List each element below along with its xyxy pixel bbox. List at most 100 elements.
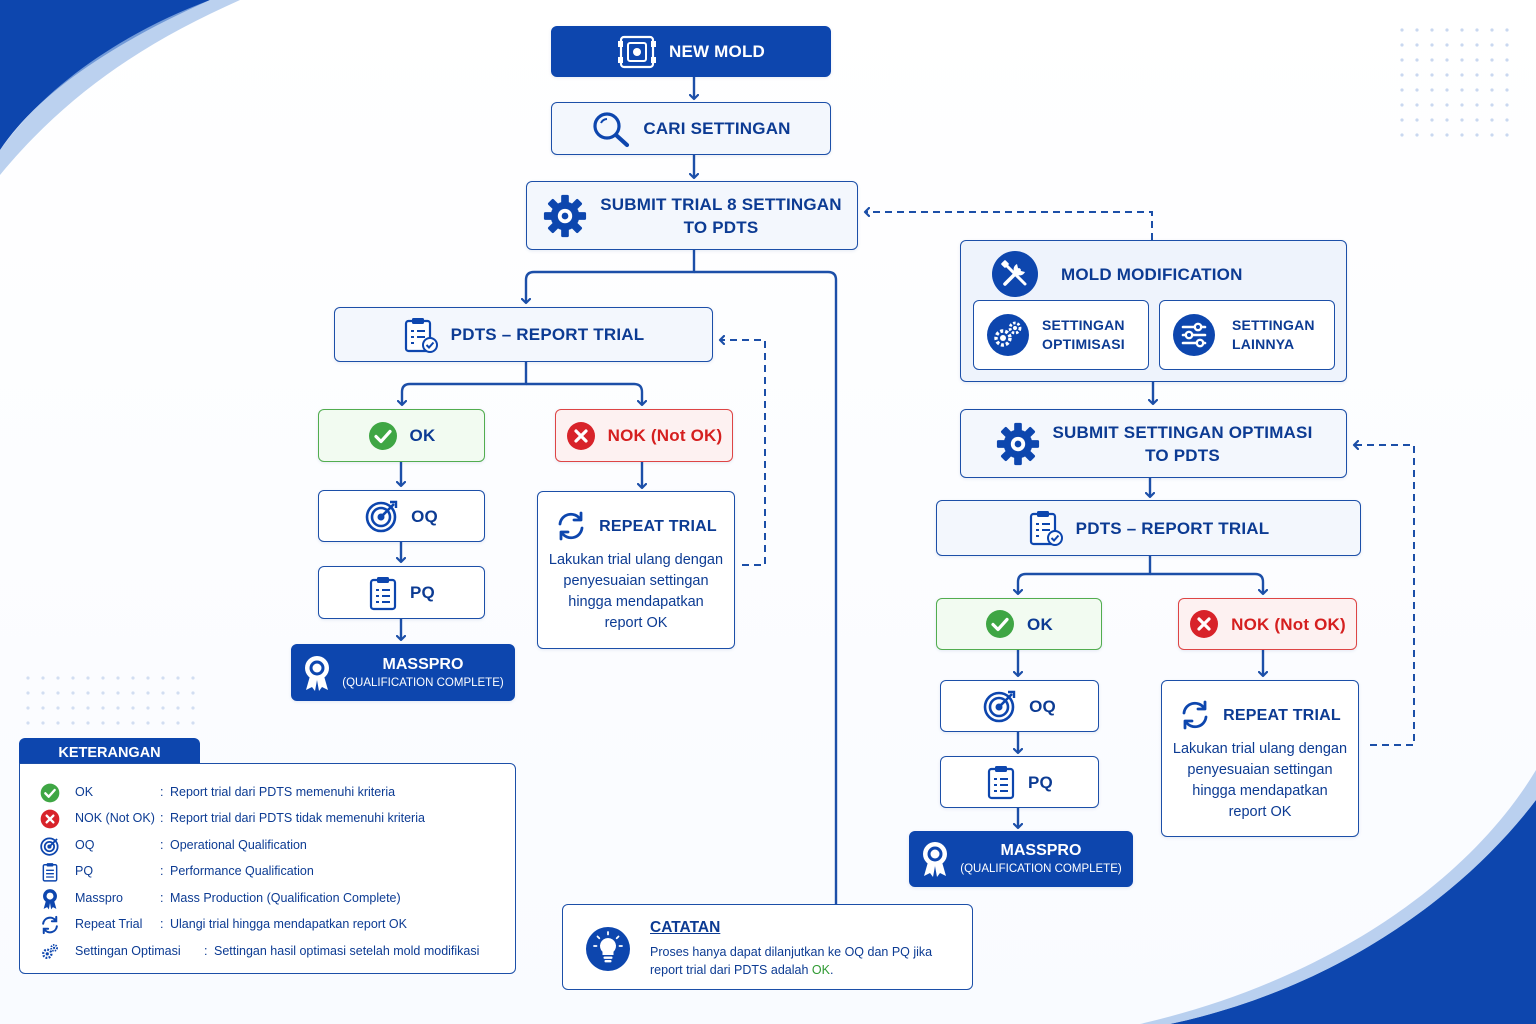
lightbulb-icon xyxy=(585,926,631,977)
tools-icon xyxy=(991,250,1039,298)
clipboard-list-icon xyxy=(368,575,398,611)
check-circle-icon xyxy=(40,783,60,803)
award-icon xyxy=(302,654,332,692)
legend-term: OK xyxy=(75,785,94,799)
legend-row: NOK (Not OK) : Report trial dari PDTS ti… xyxy=(20,806,510,830)
right-pq-node[interactable]: PQ xyxy=(940,756,1099,808)
right-oq-label: OQ xyxy=(1029,696,1056,716)
clipboard-check-icon xyxy=(403,316,439,354)
check-circle-icon xyxy=(985,609,1015,639)
legend-description: Settingan hasil optimasi setelah mold mo… xyxy=(214,944,480,958)
legend-colon: : xyxy=(160,891,164,905)
clipboard-list-icon xyxy=(986,764,1016,800)
right-masspro-node[interactable]: MASSPRO (QUALIFICATION COMPLETE) xyxy=(909,831,1133,887)
right-nok-label: NOK (Not OK) xyxy=(1231,614,1346,634)
legend-description: Performance Qualification xyxy=(170,864,314,878)
refresh-icon xyxy=(555,510,587,542)
left-ok-label: OK xyxy=(409,426,436,445)
left-masspro-text: MASSPRO (QUALIFICATION COMPLETE) xyxy=(342,655,503,691)
catatan-title: CATATAN xyxy=(650,919,721,936)
legend-description: Mass Production (Qualification Complete) xyxy=(170,891,401,905)
legend-term: PQ xyxy=(75,864,94,878)
legend-description: Ulangi trial hingga mendapatkan report O… xyxy=(170,917,407,931)
left-masspro-title: MASSPRO xyxy=(382,655,464,673)
left-nok-node[interactable]: NOK (Not OK) xyxy=(555,409,733,462)
sliders-icon xyxy=(1172,313,1216,357)
award-icon xyxy=(40,889,60,910)
legend-row: PQ : Performance Qualification xyxy=(20,859,510,883)
x-circle-icon xyxy=(1189,609,1219,639)
left-oq-label: OQ xyxy=(411,506,438,526)
right-oq-node[interactable]: OQ xyxy=(940,680,1099,732)
right-ok-label: OK xyxy=(1027,614,1053,634)
right-repeat-trial-title: REPEAT TRIAL xyxy=(1223,706,1341,724)
legend-description: Report trial dari PDTS memenuhi kriteria xyxy=(170,785,396,799)
legend-description: Operational Qualification xyxy=(170,838,307,852)
left-masspro-subtitle: (QUALIFICATION COMPLETE) xyxy=(342,676,504,689)
legend-colon: : xyxy=(160,785,164,799)
catatan-text: Proses hanya dapat dilanjutkan ke OQ dan… xyxy=(650,945,933,977)
right-nok-node[interactable]: NOK (Not OK) xyxy=(1178,598,1357,650)
legend-term: Repeat Trial xyxy=(75,917,143,931)
catatan-note-panel: CATATAN Proses hanya dapat dilanjutkan k… xyxy=(562,904,973,990)
gears-icon xyxy=(40,942,60,962)
legend-row: OQ : Operational Qualification xyxy=(20,833,510,857)
legend-row: Masspro : Mass Production (Qualification… xyxy=(20,886,510,910)
target-icon xyxy=(365,499,399,533)
left-repeat-trial-header: REPEAT TRIAL xyxy=(555,510,717,542)
left-pq-label: PQ xyxy=(410,583,435,602)
legend-panel: OK : Report trial dari PDTS memenuhi kri… xyxy=(19,763,516,974)
cari-settingan-node[interactable]: CARI SETTINGAN xyxy=(551,102,831,155)
left-ok-node[interactable]: OK xyxy=(318,409,485,462)
legend-row: Repeat Trial : Ulangi trial hingga menda… xyxy=(20,912,510,936)
gear-icon xyxy=(995,421,1041,467)
legend-colon: : xyxy=(160,838,164,852)
right-masspro-subtitle: (QUALIFICATION COMPLETE) xyxy=(960,863,1122,875)
legend-colon: : xyxy=(160,864,164,878)
left-report-trial-node[interactable]: PDTS – REPORT TRIAL xyxy=(334,307,713,362)
right-repeat-trial-header: REPEAT TRIAL xyxy=(1179,699,1341,731)
right-report-trial-node[interactable]: PDTS – REPORT TRIAL xyxy=(936,500,1361,556)
gear-icon xyxy=(542,193,588,239)
legend-term: Settingan Optimasi xyxy=(75,944,181,958)
legend-row: OK : Report trial dari PDTS memenuhi kri… xyxy=(20,780,510,804)
new-mold-node[interactable]: NEW MOLD xyxy=(551,26,831,77)
x-circle-icon xyxy=(40,809,60,829)
x-circle-icon xyxy=(566,421,596,451)
right-masspro-text: MASSPRO (QUALIFICATION COMPLETE) xyxy=(960,841,1121,877)
gears-icon xyxy=(986,313,1030,357)
award-icon xyxy=(920,840,950,878)
new-mold-label: NEW MOLD xyxy=(668,42,766,61)
clipboard-check-icon xyxy=(1028,509,1064,547)
left-repeat-trial-title: REPEAT TRIAL xyxy=(599,517,717,535)
left-oq-node[interactable]: OQ xyxy=(318,490,485,542)
cari-settingan-label: CARI SETTINGAN xyxy=(643,119,791,138)
mold-modification-header: MOLD MODIFICATION xyxy=(991,250,1243,298)
right-pq-label: PQ xyxy=(1028,772,1053,792)
left-pq-node[interactable]: PQ xyxy=(318,566,485,619)
mold-icon xyxy=(617,34,657,70)
legend-description: Report trial dari PDTS tidak memenuhi kr… xyxy=(170,811,425,825)
check-circle-icon xyxy=(368,421,398,451)
left-nok-label: NOK (Not OK) xyxy=(607,426,723,445)
left-masspro-node[interactable]: MASSPRO (QUALIFICATION COMPLETE) xyxy=(291,644,515,701)
legend-term: Masspro xyxy=(75,891,123,905)
right-ok-node[interactable]: OK xyxy=(936,598,1102,650)
refresh-icon xyxy=(40,915,60,935)
legend-colon: : xyxy=(204,944,208,958)
